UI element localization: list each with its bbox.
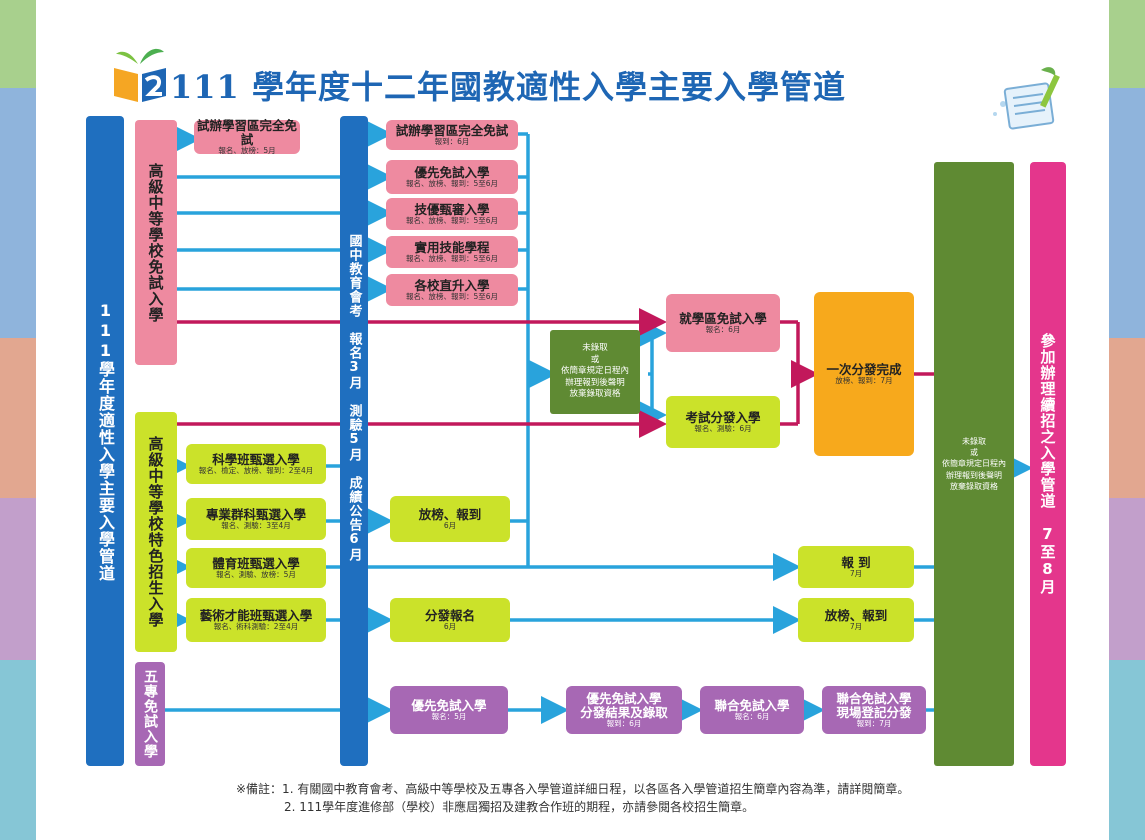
left-stripe-teal [0, 660, 36, 840]
continue-enrollment-label: 參加辦理續招之入學管道 7至8月 [1038, 333, 1057, 595]
practical-skills-title: 實用技能學程 [414, 239, 490, 255]
distribution-signup-title: 分發報名 [424, 607, 475, 623]
jc-joint-free-sub: 報名：6月 [734, 712, 770, 722]
book-logo-icon [114, 48, 166, 102]
distribution-signup-box: 分發報名 6月 [390, 598, 510, 642]
skill-excellence-box: 技優甄審入學 報名、放榜、報到：5至6月 [386, 198, 518, 230]
note-line-1: ※備註：1. 有關國中教育會考、高級中等學校及五專各入學管道詳細日程，以各區各入… [236, 782, 910, 796]
unadmitted-small-box: 未錄取 或 依簡章規定日程內 辦理報到後聲明 放棄錄取資格 [550, 330, 640, 414]
sports-class-title: 體育班甄選入學 [212, 555, 300, 571]
trial-district-free-signup-title: 試辦學習區完全免試 [196, 117, 297, 147]
left-stripe-purple [0, 498, 36, 660]
direct-promotion-box: 各校直升入學 報名、放榜、報到：5至6月 [386, 274, 518, 306]
release-report-7-box: 放榜、報到 7月 [798, 598, 914, 642]
right-stripe-teal [1109, 660, 1145, 840]
unadmitted-small-text: 未錄取 或 依簡章規定日程內 辦理報到後聲明 放棄錄取資格 [560, 343, 629, 400]
jc-priority-free-title: 優先免試入學 [411, 697, 487, 713]
direct-promotion-title: 各校直升入學 [414, 277, 490, 293]
priority-free-box: 優先免試入學 報名、放榜、報到：5至6月 [386, 160, 518, 194]
trial-district-free-report-title: 試辦學習區完全免試 [395, 122, 509, 138]
unadmitted-big-text: 未錄取 或 依簡章規定日程內 辦理報到後聲明 放棄錄取資格 [942, 437, 1006, 491]
release-report-7-sub: 7月 [849, 622, 863, 632]
report-7-title: 報 到 [841, 554, 871, 570]
unadmitted-big-column: 未錄取 或 依簡章規定日程內 辦理報到後聲明 放棄錄取資格 [934, 162, 1014, 766]
one-time-distribution-title: 一次分發完成 [826, 361, 902, 377]
trial-district-free-signup-box: 試辦學習區完全免試 報名、放榜：5月 [194, 117, 300, 156]
junior-college-label: 五專免試入學 [142, 669, 158, 759]
exam-column: 國中教育會考 報名3月 測驗5月 成績公告6月 [340, 116, 368, 766]
jc-priority-result-box: 優先免試入學 分發結果及錄取 報到：6月 [566, 686, 682, 734]
main-pathway-column: 111學年度適性入學主要入學管道 [86, 116, 124, 766]
release-report-6-title: 放榜、報到 [418, 506, 482, 522]
right-stripe-peach [1109, 338, 1145, 498]
one-time-distribution-sub: 放榜、報到：7月 [835, 376, 893, 386]
district-free-box: 就學區免試入學 報名：6月 [666, 294, 780, 352]
jc-joint-onsite-title: 聯合免試入學 現場登記分發 [836, 690, 912, 720]
trial-district-free-report-sub: 報到：6月 [434, 137, 470, 147]
jc-priority-result-title: 優先免試入學 分發結果及錄取 [580, 690, 668, 720]
senior-free-column: 高級中等學校免試入學 [135, 120, 177, 365]
note-line-2: 2. 111學年度進修部（學校）非應屆獨招及建教合作班的期程，亦請參閱各校招生簡… [284, 800, 755, 814]
priority-free-sub: 報名、放榜、報到：5至6月 [405, 179, 499, 189]
science-class-title: 科學班甄選入學 [212, 451, 300, 467]
report-7-box: 報 到 7月 [798, 546, 914, 588]
release-report-7-title: 放榜、報到 [824, 607, 888, 623]
sports-class-sub: 報名、測驗、放榜：5月 [216, 570, 296, 580]
jc-joint-onsite-sub: 報到：7月 [856, 719, 892, 729]
release-report-6-box: 放榜、報到 6月 [390, 496, 510, 542]
exam-distribution-title: 考試分發入學 [685, 409, 761, 425]
priority-free-title: 優先免試入學 [414, 164, 490, 180]
jc-priority-result-sub: 報到：6月 [606, 719, 642, 729]
arts-class-sub: 報名、術科測驗：2至4月 [213, 622, 299, 632]
senior-free-label: 高級中等學校免試入學 [146, 162, 165, 323]
practical-skills-sub: 報名、放榜、報到：5至6月 [405, 254, 499, 264]
notepad-pencil-icon [993, 67, 1060, 130]
professional-group-box: 專業群科甄選入學 報名、測驗：3至4月 [186, 498, 326, 540]
arts-class-box: 藝術才能班甄選入學 報名、術科測驗：2至4月 [186, 598, 326, 642]
skill-excellence-sub: 報名、放榜、報到：5至6月 [405, 216, 499, 226]
right-stripe-purple [1109, 498, 1145, 660]
left-stripe-green [0, 0, 36, 88]
jc-joint-free-box: 聯合免試入學 報名：6月 [700, 686, 804, 734]
main-pathway-label: 111學年度適性入學主要入學管道 [96, 300, 115, 582]
left-stripe-peach [0, 338, 36, 498]
right-stripe-blue [1109, 88, 1145, 338]
senior-special-label: 高級中等學校特色招生入學 [146, 436, 165, 628]
skill-excellence-title: 技優甄審入學 [414, 201, 490, 217]
release-report-6-sub: 6月 [443, 521, 457, 531]
distribution-signup-sub: 6月 [443, 622, 457, 632]
district-free-sub: 報名：6月 [705, 325, 741, 335]
jc-priority-free-box: 優先免試入學 報名：5月 [390, 686, 508, 734]
sports-class-box: 體育班甄選入學 報名、測驗、放榜：5月 [186, 548, 326, 588]
exam-distribution-box: 考試分發入學 報名、測驗：6月 [666, 396, 780, 448]
professional-group-sub: 報名、測驗：3至4月 [221, 521, 291, 531]
jc-priority-free-sub: 報名：5月 [431, 712, 467, 722]
trial-district-free-report-box: 試辦學習區完全免試 報到：6月 [386, 120, 518, 150]
district-free-title: 就學區免試入學 [679, 310, 767, 326]
continue-enrollment-column: 參加辦理續招之入學管道 7至8月 [1030, 162, 1066, 766]
junior-college-column: 五專免試入學 [135, 662, 165, 766]
professional-group-title: 專業群科甄選入學 [205, 506, 306, 522]
science-class-box: 科學班甄選入學 報名、檢定、放榜、報到：2至4月 [186, 444, 326, 484]
exam-distribution-sub: 報名、測驗：6月 [694, 424, 752, 434]
senior-special-column: 高級中等學校特色招生入學 [135, 412, 177, 652]
science-class-sub: 報名、檢定、放榜、報到：2至4月 [198, 466, 314, 476]
jc-joint-free-title: 聯合免試入學 [714, 697, 790, 713]
one-time-distribution-box: 一次分發完成 放榜、報到：7月 [814, 292, 914, 456]
direct-promotion-sub: 報名、放榜、報到：5至6月 [405, 292, 499, 302]
page-title: 111 學年度十二年國教適性入學主要入學管道 [170, 68, 846, 106]
trial-district-free-signup-sub: 報名、放榜：5月 [218, 146, 276, 156]
jc-joint-onsite-box: 聯合免試入學 現場登記分發 報到：7月 [822, 686, 926, 734]
right-stripe-green [1109, 0, 1145, 88]
practical-skills-box: 實用技能學程 報名、放榜、報到：5至6月 [386, 236, 518, 268]
arts-class-title: 藝術才能班甄選入學 [199, 607, 313, 623]
report-7-sub: 7月 [849, 569, 863, 579]
left-stripe-blue [0, 88, 36, 338]
exam-column-label: 國中教育會考 報名3月 測驗5月 成績公告6月 [346, 234, 362, 562]
